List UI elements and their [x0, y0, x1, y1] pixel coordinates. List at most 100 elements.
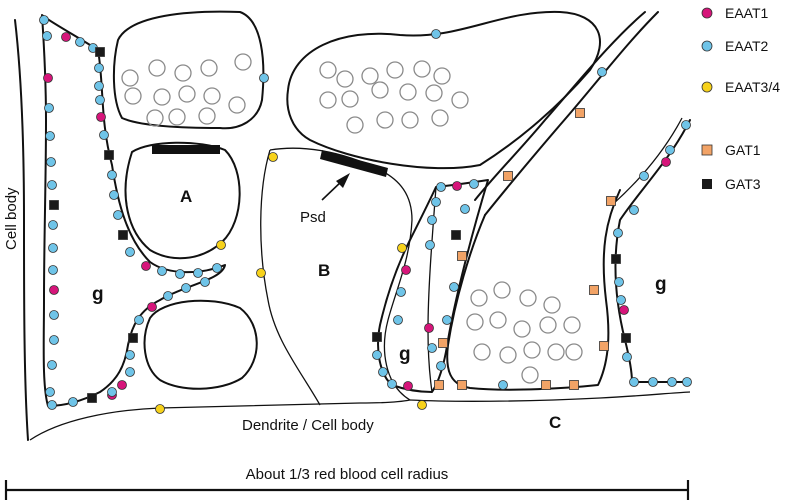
transporter-eaat1 [61, 32, 71, 42]
transporter-eaat2 [378, 367, 388, 377]
transporter-eaat2 [94, 81, 104, 91]
transporter-eaat34 [256, 268, 266, 278]
transporter-eaat2 [396, 287, 406, 297]
transporter-eaat1 [141, 261, 151, 271]
transporter-eaat2 [639, 171, 649, 181]
transporter-eaat2 [49, 310, 59, 320]
transporter-eaat1 [117, 380, 127, 390]
transporter-eaat1 [424, 323, 434, 333]
transporter-eaat1 [403, 381, 413, 391]
vesicle [341, 90, 359, 108]
terminal-top-right-membrane [286, 10, 601, 170]
legend-eaat2-marker [701, 40, 713, 52]
diagonal-process-membrane-2 [484, 11, 659, 216]
left-glia-membrane [41, 14, 226, 407]
transporter-eaat2 [393, 315, 403, 325]
vesicle [319, 61, 337, 79]
transporter-gat3 [87, 393, 97, 403]
transporter-eaat2 [95, 95, 105, 105]
transporter-eaat2 [125, 247, 135, 257]
transporter-gat1 [434, 380, 444, 390]
scale-bar [4, 480, 690, 500]
transporter-eaat2 [498, 380, 508, 390]
transporter-eaat2 [682, 377, 692, 387]
legend-gat1-label: GAT1 [725, 142, 761, 158]
transporter-eaat2 [436, 182, 446, 192]
transporter-eaat2 [648, 377, 658, 387]
vesicle [523, 341, 541, 359]
vesicle [413, 60, 431, 78]
transporter-eaat1 [147, 302, 157, 312]
vesicle [539, 316, 557, 334]
transporter-eaat1 [96, 112, 106, 122]
transporter-eaat2 [113, 210, 123, 220]
vesicle [203, 87, 221, 105]
legend-eaat1-marker [701, 7, 713, 19]
transporter-gat1 [606, 196, 616, 206]
transporter-eaat2 [94, 63, 104, 73]
transporter-eaat2 [163, 291, 173, 301]
transporter-eaat34 [397, 243, 407, 253]
transporter-eaat2 [99, 130, 109, 140]
transporter-gat3 [49, 200, 59, 210]
transporter-eaat2 [681, 120, 691, 130]
transporter-eaat2 [157, 266, 167, 276]
diagonal-process-membrane [474, 11, 646, 201]
transporter-gat3 [128, 333, 138, 343]
transporter-eaat2 [134, 315, 144, 325]
vesicle [168, 108, 186, 126]
terminal-a-membrane [112, 10, 265, 130]
transporter-eaat2 [181, 283, 191, 293]
psd-a [152, 145, 220, 154]
transporter-eaat2 [200, 277, 210, 287]
label-g-right: g [655, 274, 667, 295]
vesicle [198, 107, 216, 125]
transporter-eaat34 [417, 400, 427, 410]
vesicle [234, 53, 252, 71]
vesicle [399, 83, 417, 101]
transporter-eaat2 [212, 263, 222, 273]
transporter-eaat2 [193, 268, 203, 278]
transporter-eaat2 [45, 387, 55, 397]
vesicle [361, 67, 379, 85]
transporter-eaat2 [47, 400, 57, 410]
transporter-gat3 [621, 333, 631, 343]
vesicle [401, 111, 419, 129]
transporter-eaat1 [661, 157, 671, 167]
right-glia-membrane [614, 119, 691, 383]
vesicle [319, 91, 337, 109]
transporter-eaat1 [49, 285, 59, 295]
vesicle [148, 59, 166, 77]
vesicle [376, 111, 394, 129]
transporter-gat3 [95, 47, 105, 57]
transporter-gat3 [372, 332, 382, 342]
transporter-eaat2 [460, 204, 470, 214]
transporter-eaat2 [629, 205, 639, 215]
vesicle [371, 81, 389, 99]
transporter-gat1 [438, 338, 448, 348]
transporter-eaat2 [48, 265, 58, 275]
legend-gat3-marker [702, 179, 712, 189]
transporter-eaat2 [665, 145, 675, 155]
transporter-eaat1 [452, 181, 462, 191]
transporter-eaat2 [44, 103, 54, 113]
vesicle [178, 85, 196, 103]
legend-eaat34-label: EAAT3/4 [725, 79, 780, 95]
label-a: A [180, 187, 192, 206]
vesicle [521, 366, 539, 384]
transporter-eaat2 [46, 157, 56, 167]
transporter-gat1 [503, 171, 513, 181]
transporter-eaat1 [43, 73, 53, 83]
vesicle [124, 87, 142, 105]
vesicle [493, 281, 511, 299]
transporter-eaat2 [427, 215, 437, 225]
transporter-eaat34 [268, 152, 278, 162]
right-glia-inner-membrane [611, 117, 683, 206]
dendrite-b-left-membrane [260, 149, 321, 406]
vesicle [386, 61, 404, 79]
vesicle [336, 70, 354, 88]
transporter-eaat2 [431, 197, 441, 207]
transporter-gat1 [569, 380, 579, 390]
transporter-eaat2 [427, 343, 437, 353]
